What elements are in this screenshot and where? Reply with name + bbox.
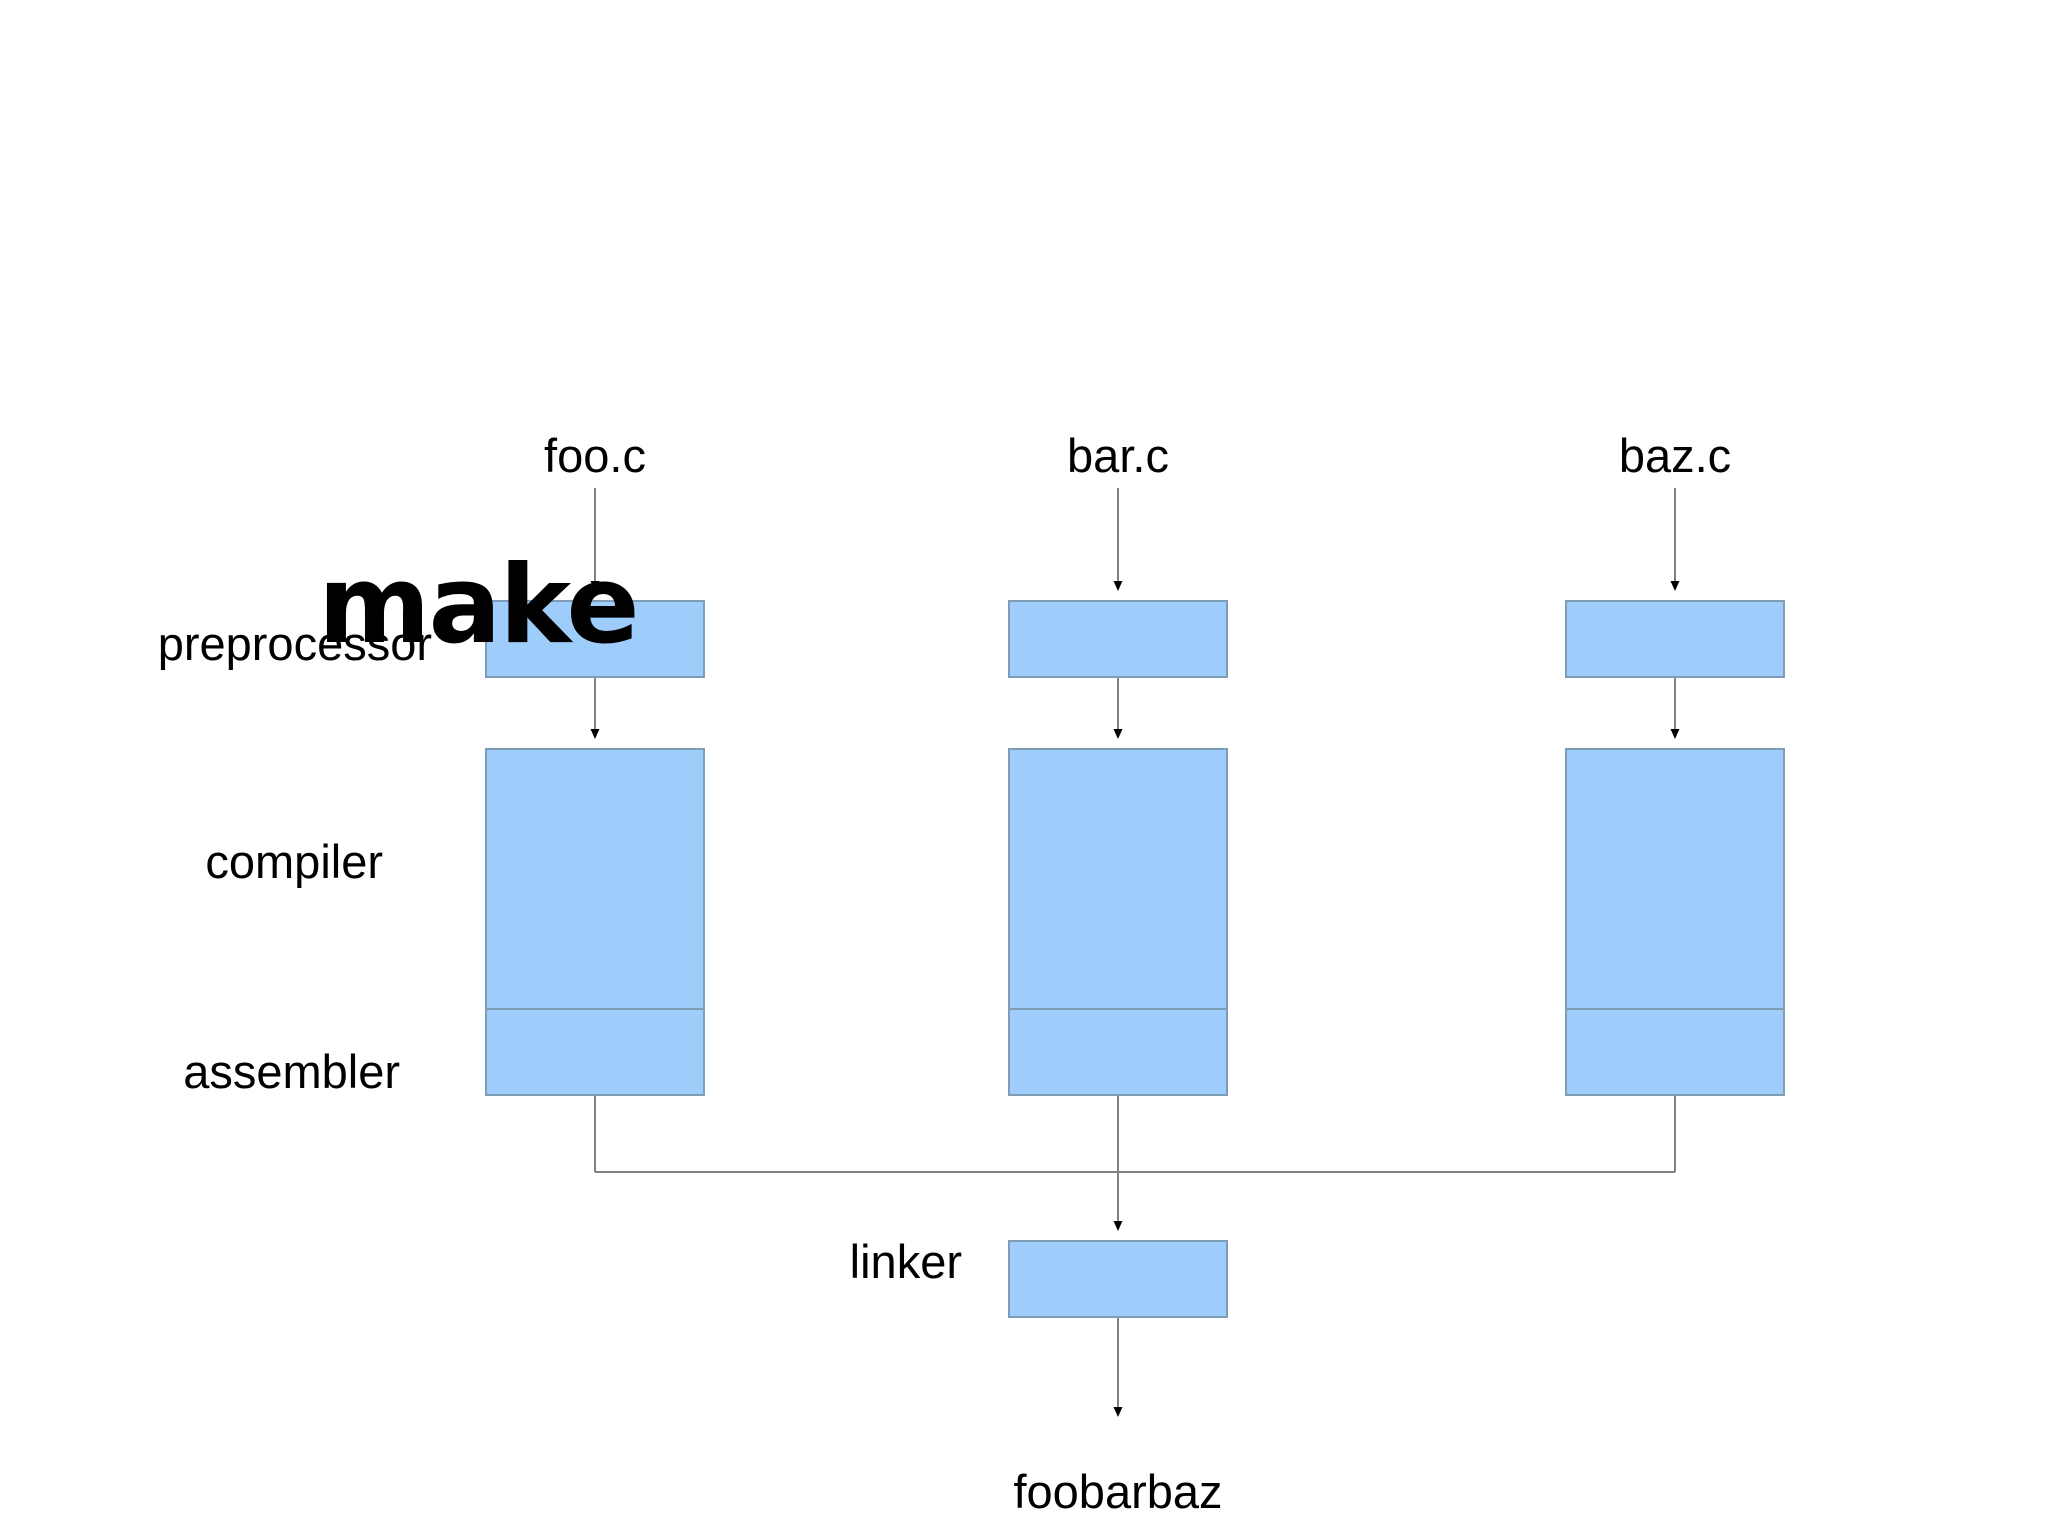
stage-label-assembler: assembler	[183, 1045, 400, 1098]
output-label-foobarbaz: foobarbaz	[1013, 1465, 1223, 1518]
assembler-box-bar[interactable]	[1008, 1008, 1228, 1096]
compiler-box-bar[interactable]	[1008, 748, 1228, 1010]
compiler-box-foo[interactable]	[485, 748, 705, 1010]
preprocessor-box-baz[interactable]	[1565, 600, 1785, 678]
compiler-box-baz[interactable]	[1565, 748, 1785, 1010]
preprocessor-box-bar[interactable]	[1008, 600, 1228, 678]
make-overlay-title: make	[318, 543, 640, 668]
stage-label-linker: linker	[849, 1235, 962, 1288]
source-label-foo: foo.c	[544, 429, 646, 482]
source-label-bar: bar.c	[1067, 429, 1169, 482]
stage-label-preprocessor: preprocessor	[157, 617, 432, 670]
assembler-box-baz[interactable]	[1565, 1008, 1785, 1096]
linker-box[interactable]	[1008, 1240, 1228, 1318]
preprocessor-box-foo[interactable]	[485, 600, 705, 678]
source-label-baz: baz.c	[1618, 429, 1732, 482]
assembler-box-foo[interactable]	[485, 1008, 705, 1096]
stage-label-compiler: compiler	[205, 835, 383, 888]
